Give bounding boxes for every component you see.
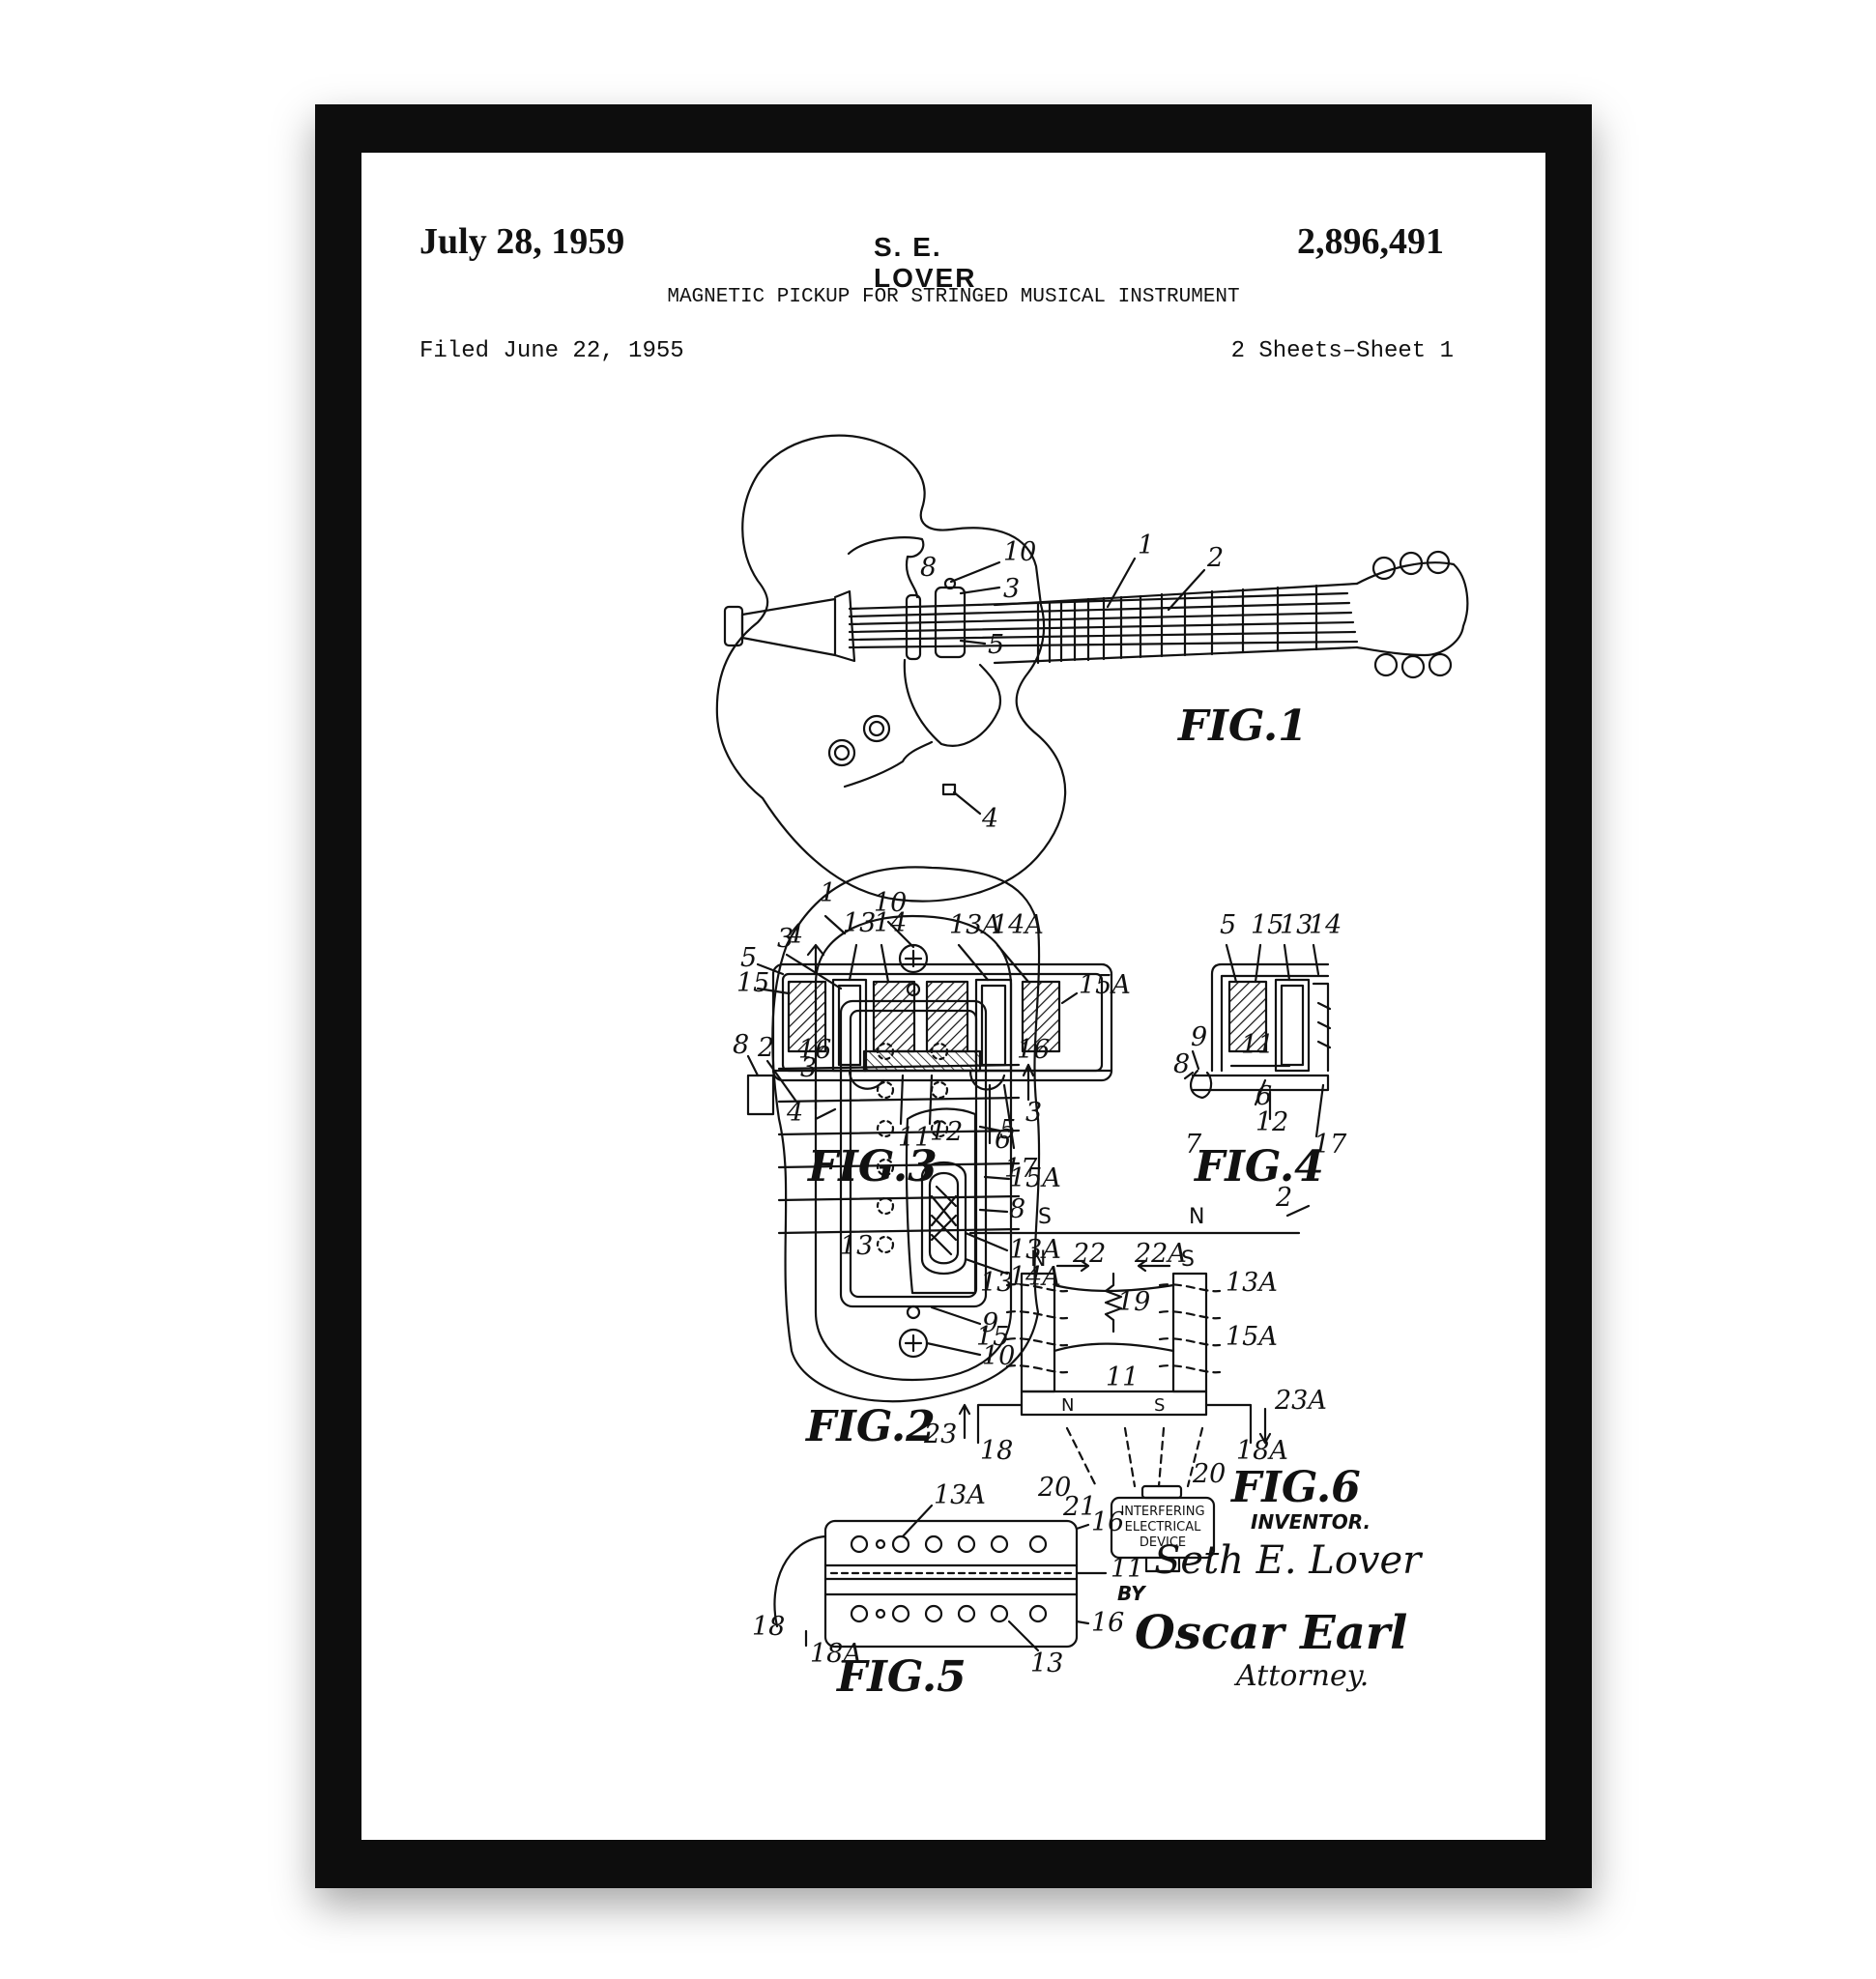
svg-text:1: 1: [1138, 531, 1154, 560]
device-line2: ELECTRICAL: [1125, 1520, 1202, 1534]
svg-text:8: 8: [1009, 1194, 1025, 1224]
svg-text:15A: 15A: [1079, 970, 1131, 1000]
svg-text:16: 16: [798, 1035, 831, 1065]
svg-text:4: 4: [786, 1098, 803, 1128]
svg-text:12: 12: [1255, 1107, 1288, 1137]
svg-text:13: 13: [843, 908, 876, 938]
svg-text:9: 9: [1191, 1022, 1207, 1052]
svg-text:6: 6: [995, 1125, 1011, 1155]
attorney-label: Attorney.: [1233, 1659, 1369, 1693]
svg-text:8: 8: [920, 553, 937, 583]
svg-text:15: 15: [736, 968, 769, 998]
svg-text:13A: 13A: [1226, 1268, 1278, 1298]
svg-text:18A: 18A: [1236, 1436, 1288, 1466]
fig2-label: FIG.2: [804, 1402, 936, 1451]
svg-text:13: 13: [840, 1231, 873, 1261]
pole-n-top: N: [1189, 1205, 1204, 1229]
svg-text:22A: 22A: [1134, 1239, 1187, 1269]
svg-text:14A: 14A: [992, 910, 1044, 940]
fig3-label: FIG.3: [806, 1142, 938, 1191]
pole-s-top: S: [1038, 1205, 1052, 1229]
fig1-guitar-drawing: [717, 436, 1467, 902]
pole-n-magnet: N: [1061, 1395, 1074, 1416]
svg-text:14: 14: [1309, 910, 1342, 940]
svg-text:2: 2: [1275, 1183, 1292, 1213]
device-line1: INTERFERING: [1120, 1505, 1204, 1519]
svg-text:8: 8: [1173, 1049, 1190, 1079]
svg-text:15: 15: [976, 1322, 1009, 1352]
svg-text:1: 1: [820, 878, 836, 908]
svg-text:14: 14: [874, 908, 907, 938]
svg-text:23A: 23A: [1274, 1386, 1327, 1416]
poster-frame: July 28, 1959 S. E. LOVER 2,896,491 MAGN…: [315, 104, 1592, 1888]
svg-text:18: 18: [980, 1436, 1013, 1466]
svg-text:20: 20: [1192, 1459, 1226, 1489]
svg-text:4: 4: [786, 920, 803, 950]
fig4-label: FIG.4: [1193, 1142, 1324, 1191]
fig1-label: FIG.1: [1176, 702, 1308, 751]
fig6-label: FIG.6: [1229, 1463, 1361, 1512]
svg-text:3: 3: [1025, 1098, 1042, 1128]
svg-text:13: 13: [1030, 1649, 1063, 1678]
svg-text:2: 2: [757, 1033, 774, 1063]
svg-text:17: 17: [1004, 1154, 1038, 1184]
svg-text:16: 16: [1091, 1608, 1124, 1638]
svg-text:16: 16: [1091, 1507, 1124, 1537]
svg-text:18: 18: [752, 1612, 785, 1642]
svg-text:10: 10: [1003, 537, 1036, 567]
svg-text:11: 11: [1106, 1362, 1139, 1392]
svg-text:3: 3: [1003, 574, 1020, 604]
by-label: BY: [1117, 1582, 1147, 1605]
svg-text:13A: 13A: [934, 1480, 986, 1510]
svg-text:19: 19: [1117, 1287, 1150, 1317]
attorney-signature: Oscar Earl: [1135, 1606, 1407, 1660]
svg-text:5: 5: [1220, 910, 1236, 940]
svg-text:11: 11: [1241, 1030, 1274, 1060]
svg-text:8: 8: [733, 1030, 749, 1060]
svg-text:22: 22: [1072, 1239, 1106, 1269]
svg-text:5: 5: [988, 630, 1004, 660]
signature-block: INVENTOR. Seth E. Lover BY Oscar Earl At…: [1117, 1510, 1424, 1693]
pole-s-magnet: S: [1154, 1395, 1165, 1416]
pole-n-left: N: [1030, 1248, 1046, 1272]
svg-text:4: 4: [981, 804, 998, 834]
svg-text:13: 13: [980, 1268, 1013, 1298]
patent-sheet: July 28, 1959 S. E. LOVER 2,896,491 MAGN…: [361, 153, 1545, 1840]
svg-text:23: 23: [923, 1420, 957, 1449]
patent-drawings: 1 2 3 4 5 8 10 FIG.1: [361, 153, 1545, 1840]
fig5-pickup-bottom: [774, 1506, 1106, 1650]
fig5-label: FIG.5: [835, 1652, 967, 1702]
inventor-label: INVENTOR.: [1251, 1510, 1371, 1534]
svg-text:2: 2: [1206, 543, 1224, 573]
svg-text:16: 16: [1017, 1035, 1050, 1065]
inventor-signature: Seth E. Lover: [1154, 1538, 1424, 1583]
svg-text:15A: 15A: [1226, 1322, 1278, 1352]
svg-text:11: 11: [1111, 1554, 1143, 1584]
